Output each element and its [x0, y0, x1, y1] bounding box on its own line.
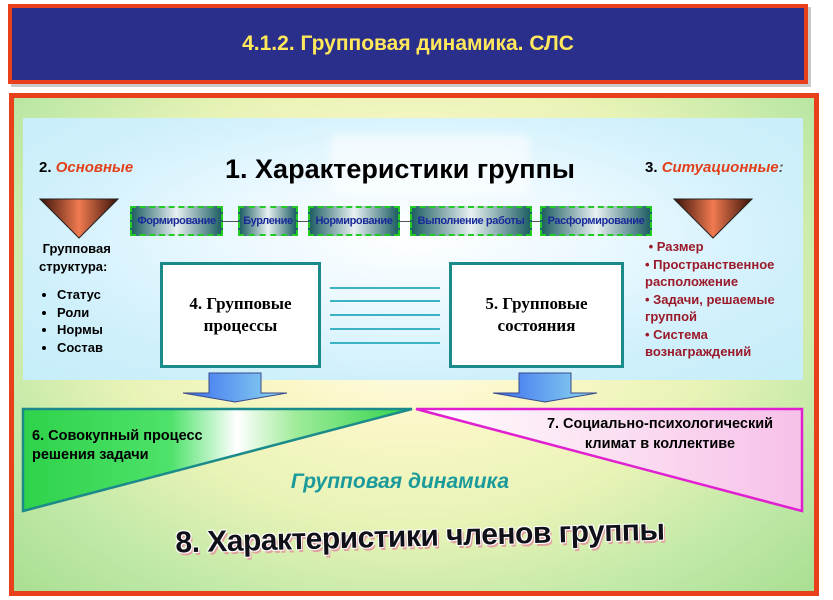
connector-line	[330, 287, 440, 289]
situational-characteristics-label: 3. Ситуационные:	[645, 159, 784, 176]
title-bar: 4.1.2. Групповая динамика. СЛС	[8, 4, 808, 84]
climate-label: 7. Социально-психологический климат в ко…	[546, 416, 774, 452]
connector-line	[330, 314, 440, 316]
list-item: • Пространственное расположение	[645, 256, 775, 290]
joint-process-label: 6. Совокупный процесс решения задачи	[32, 428, 203, 463]
situational-number: 3.	[645, 159, 658, 176]
down-arrow-icon	[182, 372, 288, 403]
climate-triangle	[415, 407, 804, 513]
situational-list: • Размер • Пространственное расположение…	[645, 238, 805, 361]
down-arrow-icon	[492, 372, 598, 403]
page-title: 4.1.2. Групповая динамика. СЛС	[242, 32, 574, 55]
situational-label: Ситуационные	[661, 159, 779, 176]
right-funnel-icon	[673, 198, 753, 239]
connector-line	[330, 328, 440, 330]
left-funnel-icon	[39, 198, 119, 239]
group-structure-list: Статус Роли Нормы Состав	[21, 286, 157, 356]
stage-adjourning: Расформирование	[540, 206, 652, 236]
list-item: • Задачи, решаемые группой	[645, 291, 775, 325]
basic-label: Основные	[55, 159, 134, 176]
list-item: Роли	[57, 304, 157, 322]
stage-storming: Бурление	[238, 206, 298, 236]
list-item: • Система вознаграждений	[645, 326, 752, 360]
basic-number: 2.	[39, 159, 52, 176]
stage-forming: Формирование	[130, 206, 223, 236]
list-item: Состав	[57, 339, 157, 357]
stage-norming: Нормирование	[308, 206, 400, 236]
group-characteristics-heading: 1. Характеристики группы	[225, 154, 575, 184]
basic-characteristics-label: 2. Основные	[39, 159, 133, 176]
joint-process-triangle	[21, 407, 413, 513]
group-processes-box: 4. Групповые процессы	[160, 262, 321, 368]
stage-performing: Выполнение работы	[410, 206, 532, 236]
list-item: Нормы	[57, 321, 157, 339]
connector-line	[330, 300, 440, 302]
group-states-box: 5. Групповые состояния	[449, 262, 624, 368]
group-dynamics-label: Групповая динамика	[290, 470, 510, 493]
list-item: • Размер	[648, 239, 704, 254]
heading-glow	[330, 135, 530, 195]
list-item: Статус	[57, 286, 157, 304]
group-structure-title: Групповая структура:	[39, 241, 111, 274]
connector-line	[330, 342, 440, 344]
